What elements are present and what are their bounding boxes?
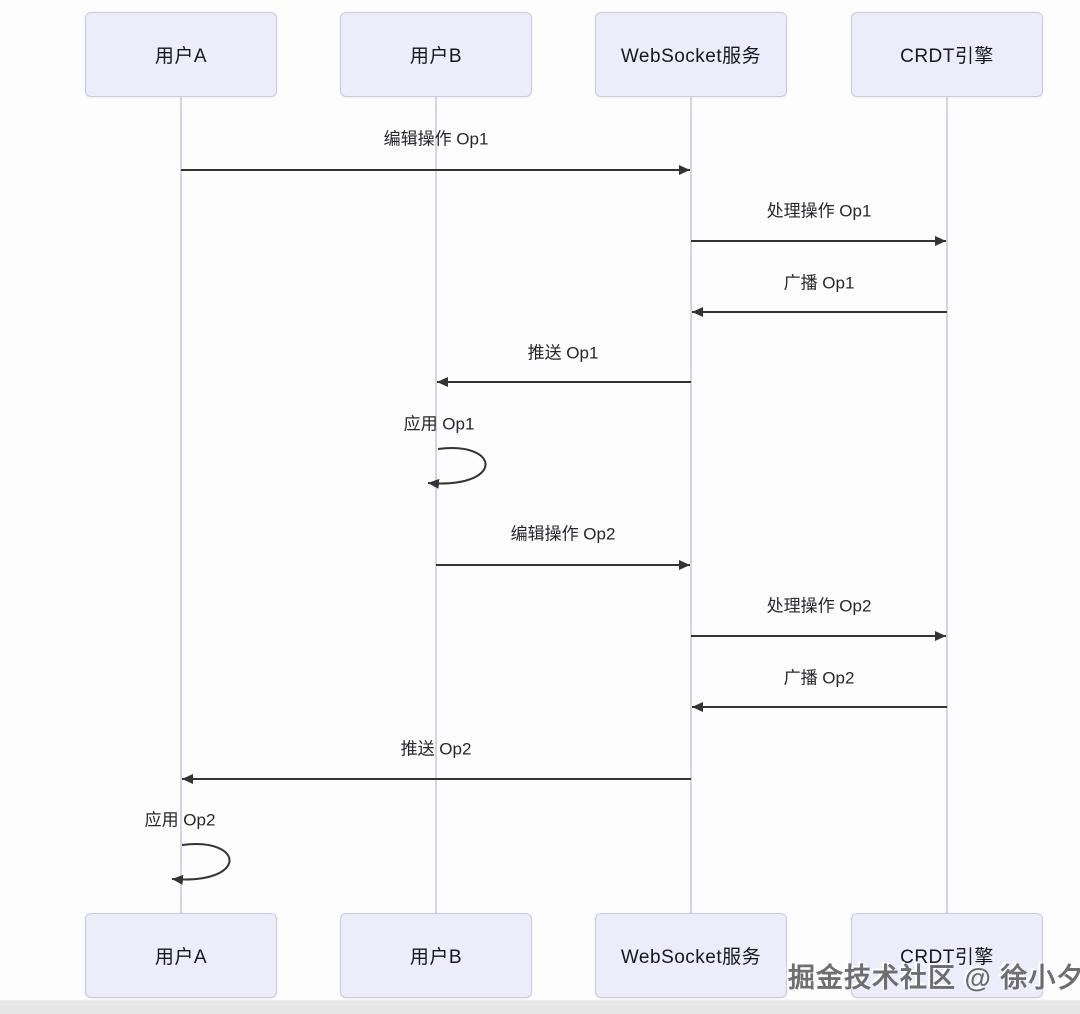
message-label-broadcast-op2: 广播 Op2 [783,668,855,688]
actor-label: CRDT引擎 [900,46,994,67]
message-label-edit-op2: 编辑操作 Op2 [510,524,616,544]
actor-bottom-crdt-engine: CRDT引擎 [851,913,1043,998]
message-label-broadcast-op1: 广播 Op1 [783,273,855,293]
message-label-apply-op1: 应用 Op1 [403,414,475,434]
actor-label: WebSocket服务 [620,46,762,67]
self-loop-apply-op2 [171,843,231,885]
message-label-push-op2: 推送 Op2 [400,739,472,759]
actor-top-websocket-service: WebSocket服务 [595,12,787,97]
actor-label: WebSocket服务 [620,947,762,968]
actor-label: 用户B [409,46,463,67]
message-label-edit-op1: 编辑操作 Op1 [383,129,489,149]
message-label-process-op1: 处理操作 Op1 [766,201,872,221]
message-label-apply-op2: 应用 Op2 [144,810,216,830]
bottom-edge-bar [0,1000,1080,1014]
actor-label: 用户A [154,46,208,67]
actor-label: CRDT引擎 [900,947,994,968]
actor-top-crdt-engine: CRDT引擎 [851,12,1043,97]
self-loop-apply-op1 [427,447,487,489]
actor-top-user-a: 用户A [85,12,277,97]
actor-label: 用户B [409,947,463,968]
actor-label: 用户A [154,947,208,968]
actor-bottom-websocket-service: WebSocket服务 [595,913,787,998]
actor-bottom-user-a: 用户A [85,913,277,998]
watermark-text: 掘金技术社区 @ 徐小夕 [788,963,1080,993]
message-label-process-op2: 处理操作 Op2 [766,596,872,616]
actor-top-user-b: 用户B [340,12,532,97]
actor-bottom-user-b: 用户B [340,913,532,998]
message-label-push-op1: 推送 Op1 [527,343,599,363]
